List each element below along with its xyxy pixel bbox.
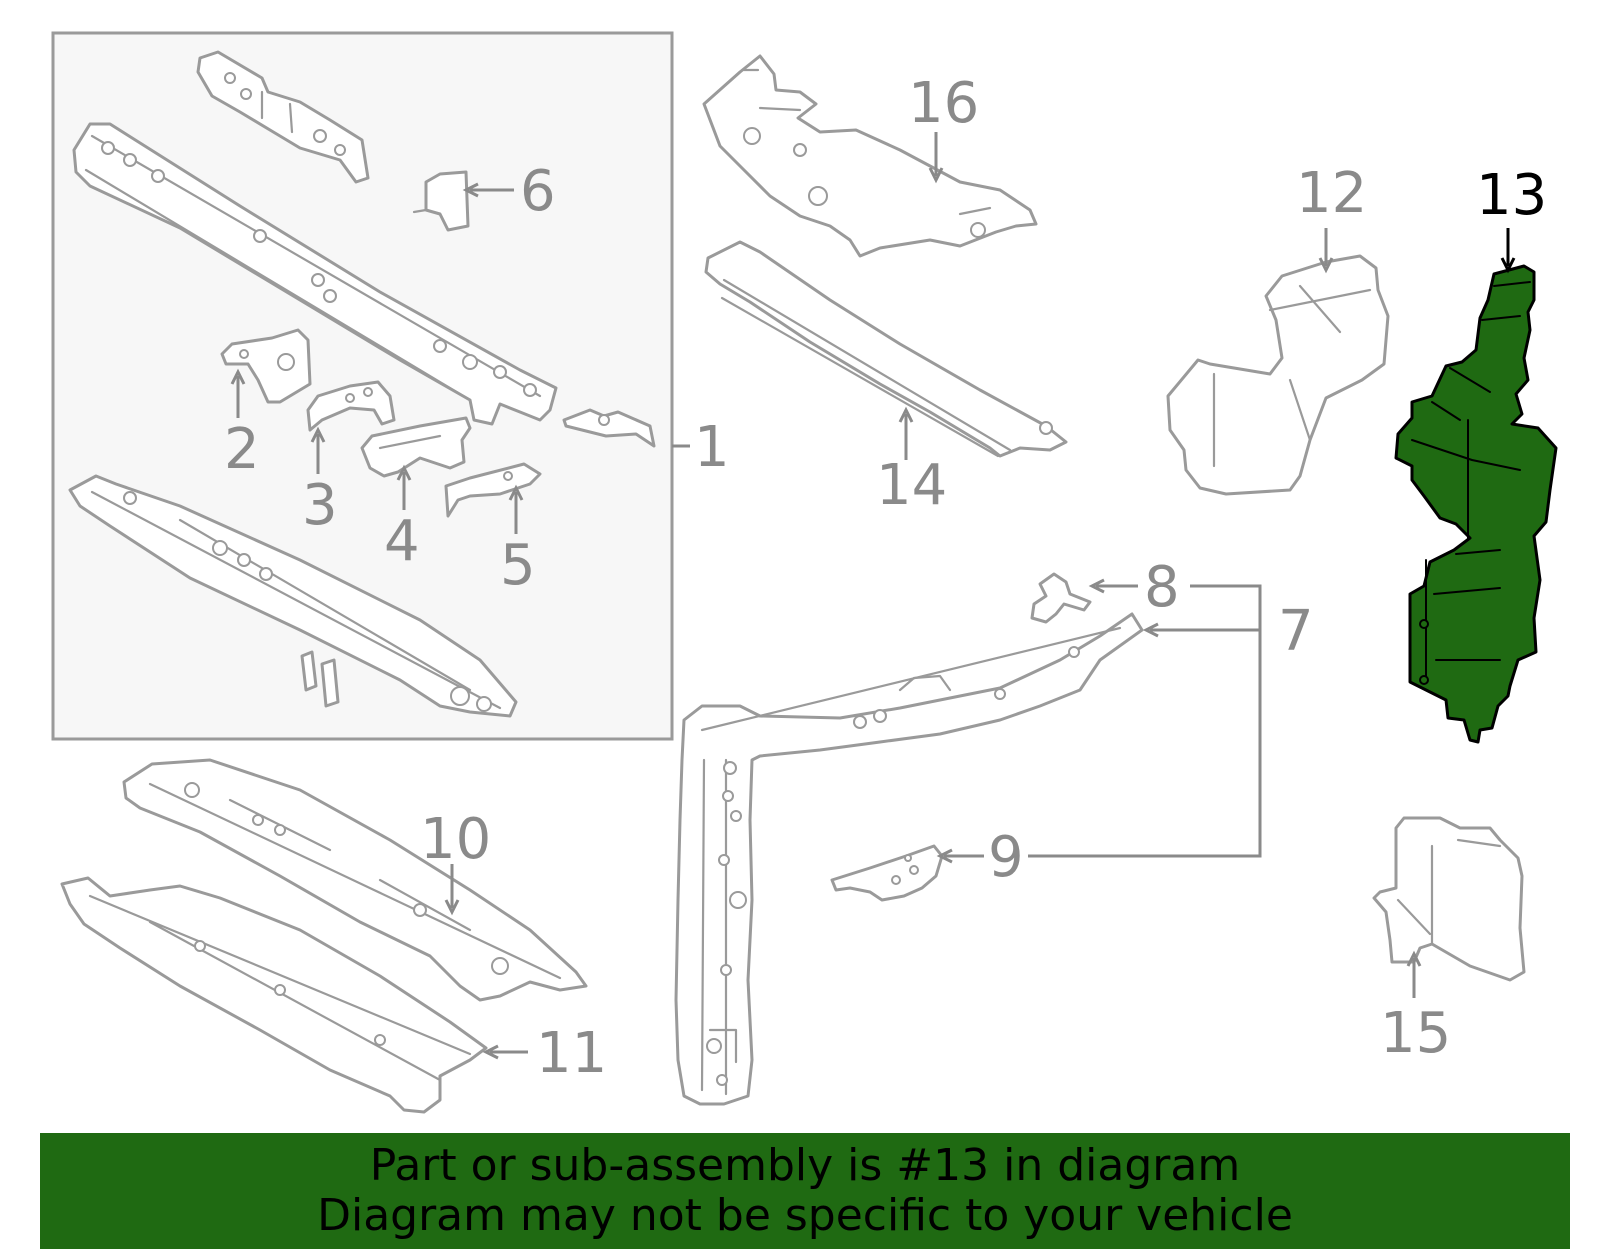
info-banner: Part or sub-assembly is #13 in diagram D…: [40, 1133, 1570, 1249]
part-2-bracket: [220, 328, 312, 404]
leader-lines: [230, 132, 1516, 1060]
part-13-air-guide-highlighted: [1394, 264, 1558, 744]
part-7-support-frame: [674, 612, 1144, 1106]
banner-line-1: Part or sub-assembly is #13 in diagram: [369, 1140, 1241, 1191]
part-6-clip: [412, 170, 470, 232]
part-16-brace: [702, 54, 1038, 258]
callout-labels: 1 2 3 4 5 6 7 8 9 10 11 12 13 14 15 16: [224, 71, 1547, 1086]
callout-7: 7: [1278, 599, 1314, 664]
callout-2: 2: [224, 417, 260, 482]
part-14-seal: [704, 240, 1068, 458]
part-12-air-guide: [1166, 254, 1390, 496]
callout-15: 15: [1380, 1001, 1451, 1066]
part-upper-bracket: [196, 50, 370, 184]
part-11-crossmember: [60, 876, 488, 1114]
part-nut-plate: [562, 408, 656, 448]
banner-line-2: Diagram may not be specific to your vehi…: [317, 1190, 1293, 1241]
part-small-clips: [300, 650, 340, 708]
part-radiator-lower-support: [68, 474, 518, 718]
callout-5: 5: [500, 533, 536, 598]
part-15-bracket: [1372, 816, 1526, 982]
callout-10: 10: [420, 807, 491, 872]
callout-3: 3: [302, 473, 338, 538]
callout-16: 16: [908, 71, 979, 136]
callout-12: 12: [1296, 161, 1367, 226]
callout-1: 1: [694, 415, 730, 480]
callout-9: 9: [988, 825, 1024, 890]
callout-14: 14: [876, 453, 947, 518]
callout-6: 6: [520, 159, 556, 224]
callout-8: 8: [1144, 555, 1180, 620]
callout-11: 11: [536, 1021, 607, 1086]
part-9-bracket: [830, 844, 944, 902]
callout-4: 4: [384, 509, 420, 574]
callout-13: 13: [1476, 163, 1547, 228]
part-8-clip: [1030, 572, 1092, 624]
part-10-crossmember: [122, 758, 588, 1002]
part-radiator-upper-support: [72, 122, 558, 426]
part-4-bracket: [360, 416, 472, 478]
part-3-bracket: [306, 380, 396, 432]
